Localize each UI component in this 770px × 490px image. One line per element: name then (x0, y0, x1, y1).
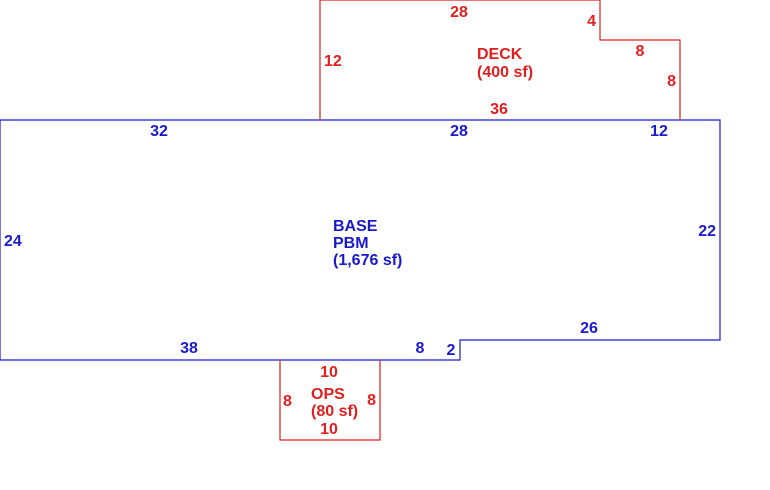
ops-dim-top: 10 (320, 364, 338, 381)
base-dim-bottom-right: 26 (580, 320, 598, 337)
base-dim-top-right: 12 (650, 123, 668, 140)
deck-outline (319, 0, 681, 120)
base-dim-right: 22 (698, 223, 716, 240)
ops-dim-bottom: 10 (320, 421, 338, 438)
base-dim-top-left: 32 (150, 123, 168, 140)
base-dim-top-mid: 28 (450, 123, 468, 140)
ops-label-area: (80 sf) (311, 403, 358, 420)
base-dim-step: 2 (447, 342, 456, 359)
base-dim-bottom-mid: 8 (416, 340, 425, 357)
deck-label-name: DECK (477, 46, 523, 63)
ops-dim-right: 8 (367, 392, 376, 409)
ops-dim-left: 8 (283, 393, 292, 410)
ops-label-name: OPS (311, 386, 345, 403)
base-label-name: BASE (333, 218, 378, 235)
deck-dim-left: 12 (324, 53, 342, 70)
base-label-area: (1,676 sf) (333, 252, 402, 269)
deck-dim-notch-horizontal: 8 (636, 43, 645, 60)
base-dim-left: 24 (4, 233, 22, 250)
deck-dim-right: 8 (667, 73, 676, 90)
base-label-type: PBM (333, 235, 369, 252)
deck-dim-top: 28 (450, 4, 468, 21)
deck-label-area: (400 sf) (477, 64, 533, 81)
deck-dim-bottom: 36 (490, 101, 508, 118)
deck-dim-notch-vertical: 4 (587, 13, 596, 30)
ops-outline (279, 360, 381, 441)
base-outline (0, 119, 721, 361)
base-dim-bottom-left: 38 (180, 340, 198, 357)
